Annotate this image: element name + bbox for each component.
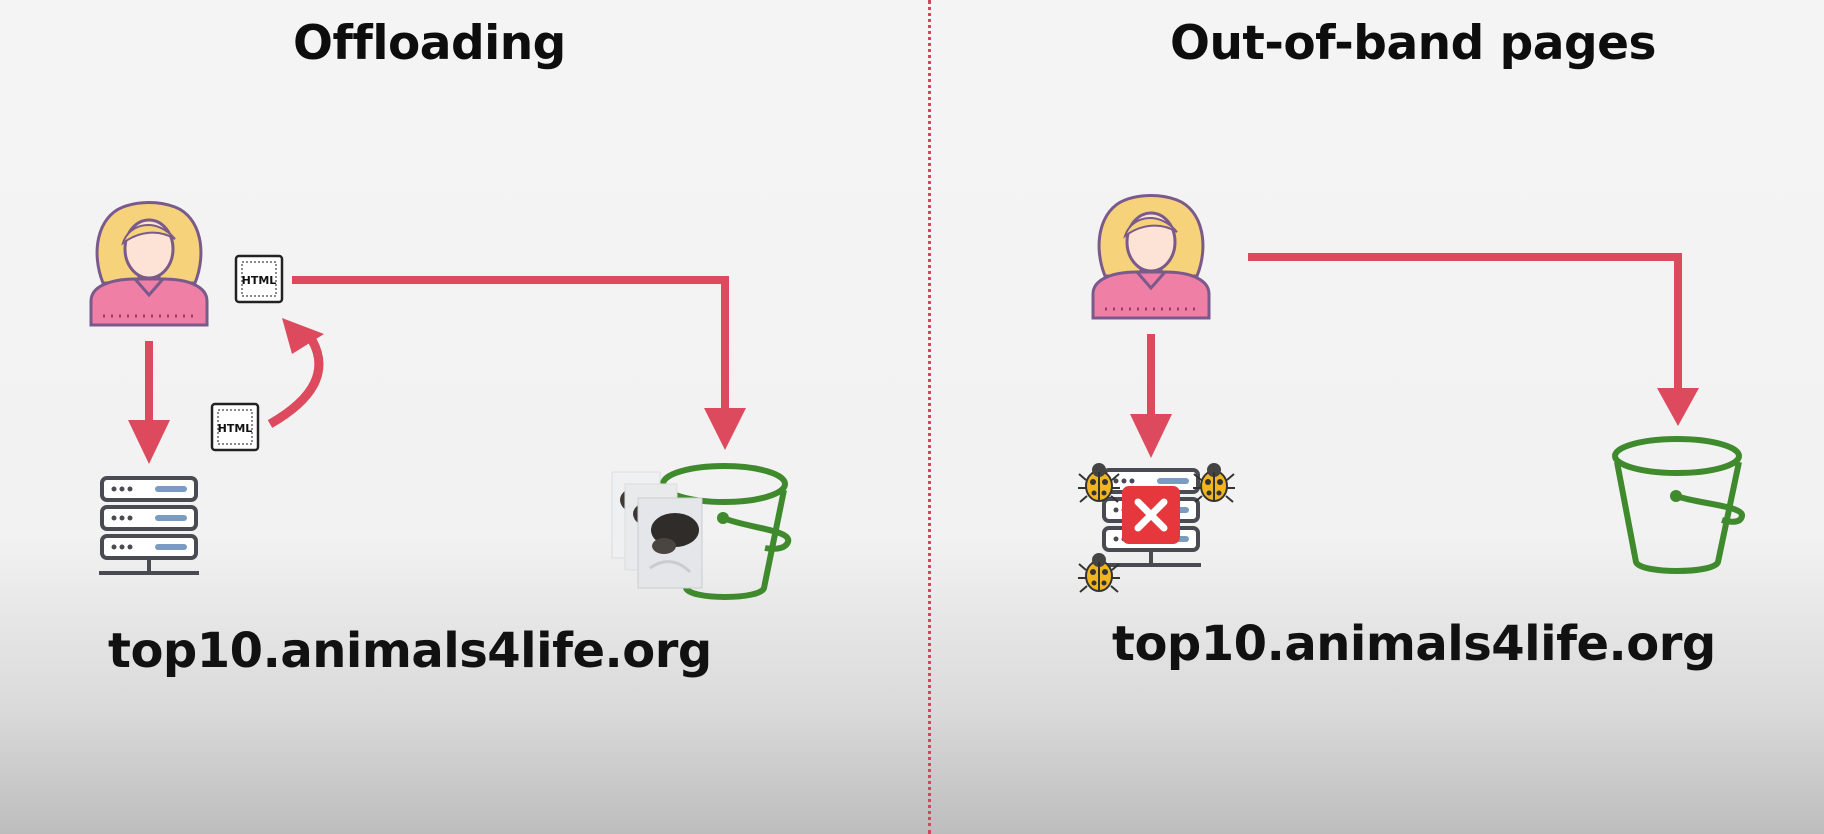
image-thumb-3 xyxy=(637,497,703,589)
bucket-icon-right xyxy=(1612,436,1745,574)
user-to-bucket-arrow xyxy=(292,276,746,450)
html-file-icon-bottom: HTML xyxy=(210,402,260,452)
curved-return-arrow xyxy=(267,318,324,428)
user-icon-right xyxy=(1091,194,1211,320)
compromised-server-icon xyxy=(1099,468,1203,567)
image-stack-icon xyxy=(611,471,703,589)
html-file-icon-top: HTML xyxy=(234,254,284,304)
right-title: Out-of-band pages xyxy=(1170,16,1657,71)
server-icon xyxy=(97,476,201,575)
html-label-bottom: HTML xyxy=(218,422,253,435)
user-to-bucket-arrow-right xyxy=(1248,253,1699,426)
right-domain-label: top10.animals4life.org xyxy=(1112,616,1716,672)
html-label-top: HTML xyxy=(242,274,277,287)
user-to-server-arrow xyxy=(1130,334,1172,458)
user-icon xyxy=(89,201,209,327)
panel-divider xyxy=(928,0,931,834)
server-to-user-arrow xyxy=(128,341,170,464)
left-domain-label: top10.animals4life.org xyxy=(108,623,712,679)
left-title: Offloading xyxy=(293,16,566,71)
bug-icon-3 xyxy=(1077,552,1121,593)
